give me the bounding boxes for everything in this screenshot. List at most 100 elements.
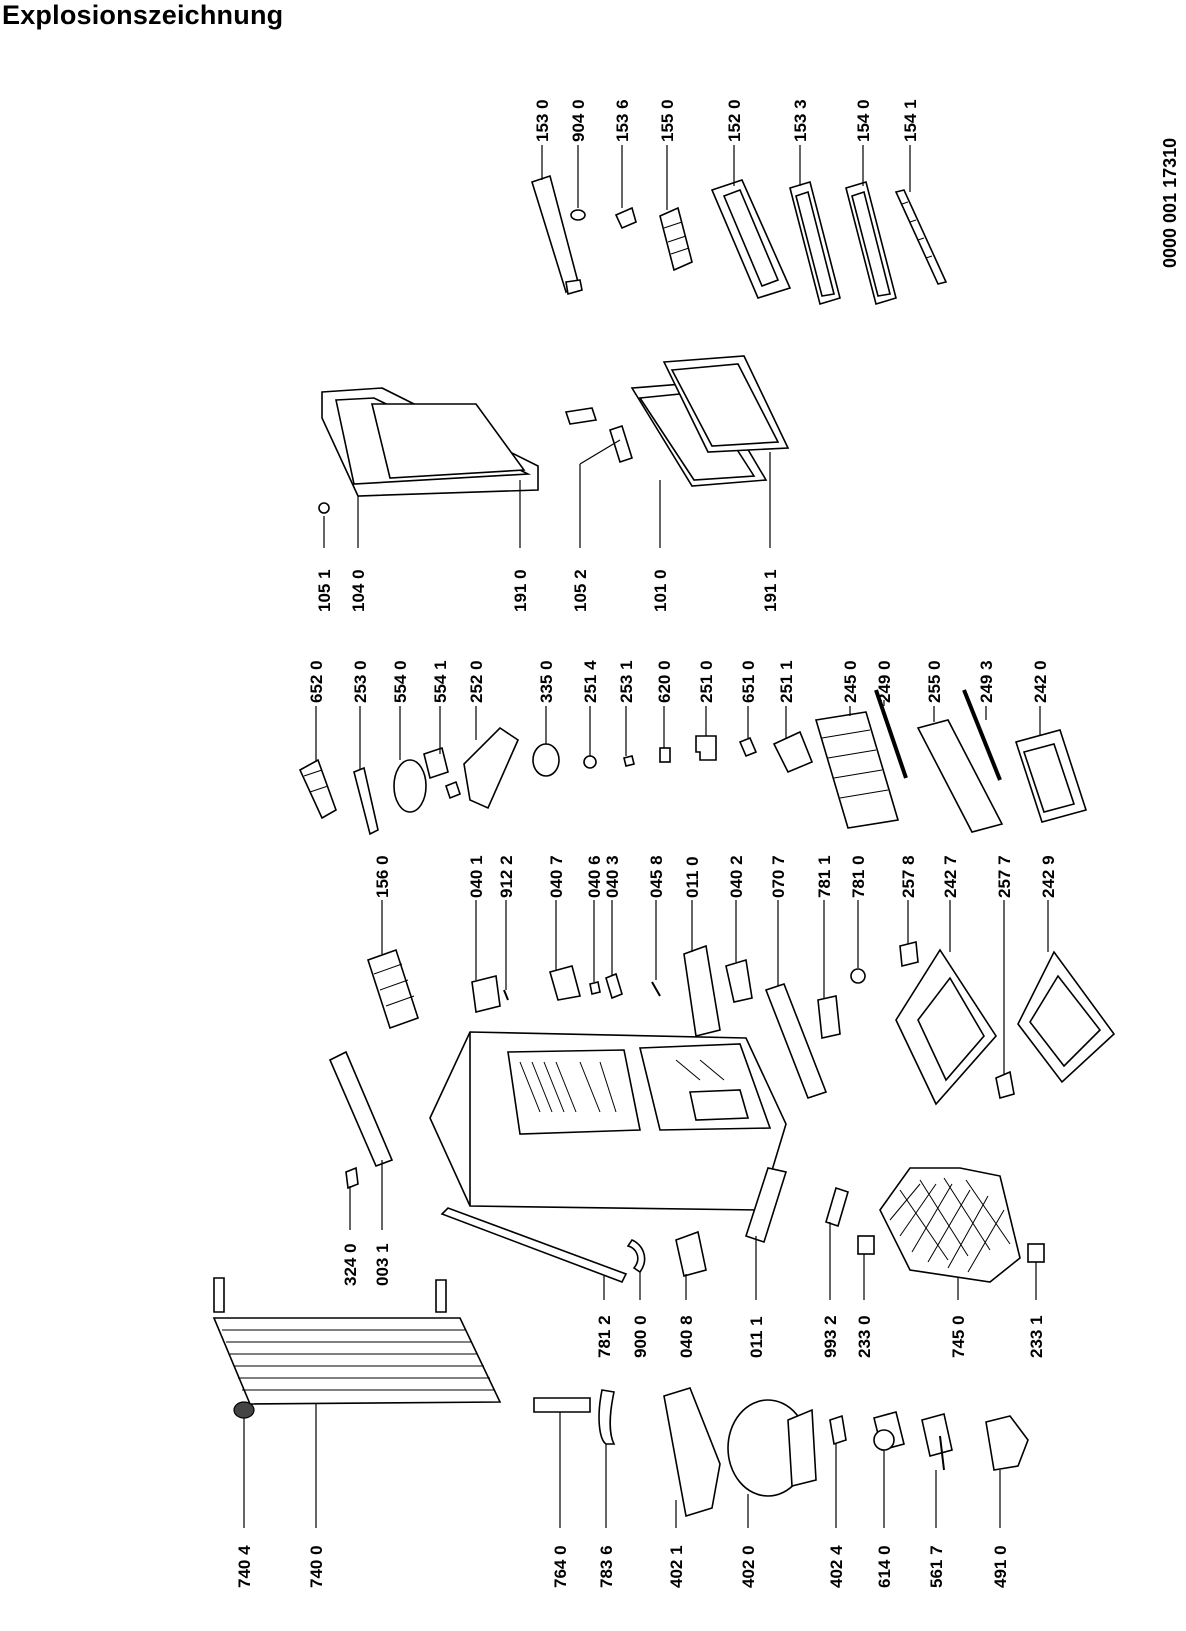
label-4020: 402 0 — [739, 1545, 758, 1588]
label-9122: 912 2 — [497, 855, 516, 898]
part-labels: 153 0 904 0 153 6 155 0 152 0 153 3 154 … — [235, 99, 1058, 1588]
part-4024-mount — [829, 1414, 847, 1446]
label-1040: 104 0 — [349, 569, 368, 612]
part-0110-rail — [683, 944, 721, 1037]
label-1550: 155 0 — [658, 99, 677, 142]
label-2520: 252 0 — [467, 660, 486, 703]
label-2530: 253 0 — [351, 660, 370, 703]
label-1520: 152 0 — [725, 99, 744, 142]
part-0031-strip — [328, 1050, 394, 1168]
part-7811-vent — [817, 995, 841, 1039]
label-5617: 561 7 — [927, 1545, 946, 1588]
label-0458: 045 8 — [647, 855, 666, 898]
label-1540: 154 0 — [854, 99, 873, 142]
part-1520-balcony — [710, 179, 792, 299]
label-1536: 153 6 — [613, 99, 632, 142]
label-9040: 904 0 — [569, 99, 588, 142]
part-1530-bottle-bar — [531, 174, 583, 296]
part-1540-balcony — [845, 180, 897, 306]
doors-group — [318, 355, 790, 548]
label-2511: 251 1 — [777, 660, 796, 703]
label-2514: 251 4 — [581, 660, 600, 703]
door-shelves-group — [531, 145, 948, 306]
label-5540: 554 0 — [391, 660, 410, 703]
label-6510: 651 0 — [739, 660, 758, 703]
label-1910: 191 0 — [511, 569, 530, 612]
part-2330-block — [857, 1235, 875, 1255]
part-0406-clip — [589, 981, 601, 995]
label-2577: 257 7 — [995, 855, 1014, 898]
label-4910: 491 0 — [991, 1545, 1010, 1588]
label-7404: 740 4 — [235, 1545, 254, 1588]
label-4021: 402 1 — [667, 1545, 686, 1588]
label-7640: 764 0 — [551, 1545, 570, 1588]
label-1530: 153 0 — [533, 99, 552, 142]
part-4021-base-plate — [663, 1387, 721, 1518]
label-2531: 253 1 — [617, 660, 636, 703]
part-7640-drier — [533, 1397, 591, 1413]
cabinet-group — [429, 1031, 787, 1211]
label-0110: 011 0 — [683, 856, 702, 898]
label-0707: 070 7 — [769, 855, 788, 898]
part-6510-lamp — [738, 736, 758, 758]
label-2578: 257 8 — [899, 855, 918, 898]
part-2331-block — [1027, 1243, 1045, 1263]
label-0408: 040 8 — [677, 1315, 696, 1358]
part-2530-knob — [353, 766, 379, 836]
part-0402-bracket — [725, 958, 753, 1003]
label-7836: 783 6 — [597, 1545, 616, 1588]
label-2550: 255 0 — [925, 660, 944, 703]
label-2493: 249 3 — [977, 660, 996, 703]
part-9932-sensor — [825, 1186, 849, 1228]
part-6200-switch — [659, 747, 671, 763]
part-0401-bracket — [471, 975, 501, 1013]
label-2510: 251 0 — [697, 660, 716, 703]
label-7450: 745 0 — [949, 1315, 968, 1358]
label-2490: 249 0 — [875, 660, 894, 703]
label-0031: 003 1 — [373, 1243, 392, 1286]
part-2578-flap — [899, 940, 919, 968]
part-1560-ice-tray — [366, 948, 420, 1030]
part-2510-cover — [695, 735, 717, 761]
document-number: 0000 001 17310 — [1160, 138, 1180, 268]
label-7810: 781 0 — [849, 855, 868, 898]
part-0403-clip — [605, 972, 623, 1000]
label-9000: 900 0 — [631, 1315, 650, 1358]
label-7400: 740 0 — [307, 1545, 326, 1588]
accessories-group — [366, 900, 1116, 1106]
part-5540-lamp-cover — [393, 759, 427, 813]
part-2511-housing — [772, 730, 814, 774]
part-2531-clip — [623, 755, 635, 767]
part-0458-bolt — [651, 981, 661, 997]
label-1560: 156 0 — [373, 855, 392, 898]
part-0407-bracket — [549, 965, 581, 1001]
part-1052-hinge — [564, 407, 598, 425]
label-6140: 614 0 — [875, 1545, 894, 1588]
label-9932: 993 2 — [821, 1315, 840, 1358]
label-7812: 781 2 — [595, 1315, 614, 1358]
part-9000-clip — [626, 1239, 646, 1274]
part-7404-grommet — [233, 1401, 255, 1419]
label-3240: 324 0 — [341, 1243, 360, 1286]
label-6200: 620 0 — [655, 660, 674, 703]
label-1051: 105 1 — [315, 569, 334, 612]
part-1541-rail — [894, 189, 948, 285]
label-0406: 040 6 — [585, 855, 604, 898]
label-4024: 402 4 — [827, 1545, 846, 1588]
lower-middle-group — [328, 1050, 1045, 1300]
label-0403: 040 3 — [603, 855, 622, 898]
part-7812-rod — [440, 1207, 628, 1284]
part-7450-evaporator — [879, 1167, 1021, 1283]
label-2427: 242 7 — [941, 855, 960, 898]
part-7810-plug — [850, 968, 866, 984]
part-1550-egg-tray — [659, 206, 693, 272]
machine-group — [212, 1277, 1029, 1528]
part-2520-housing — [463, 726, 520, 810]
label-0402: 040 2 — [727, 855, 746, 898]
part-1051-pin — [318, 502, 330, 514]
part-3240-cap — [345, 1166, 359, 1190]
label-0407: 040 7 — [547, 855, 566, 898]
label-3350: 335 0 — [537, 660, 556, 703]
label-2420: 242 0 — [1031, 660, 1050, 703]
